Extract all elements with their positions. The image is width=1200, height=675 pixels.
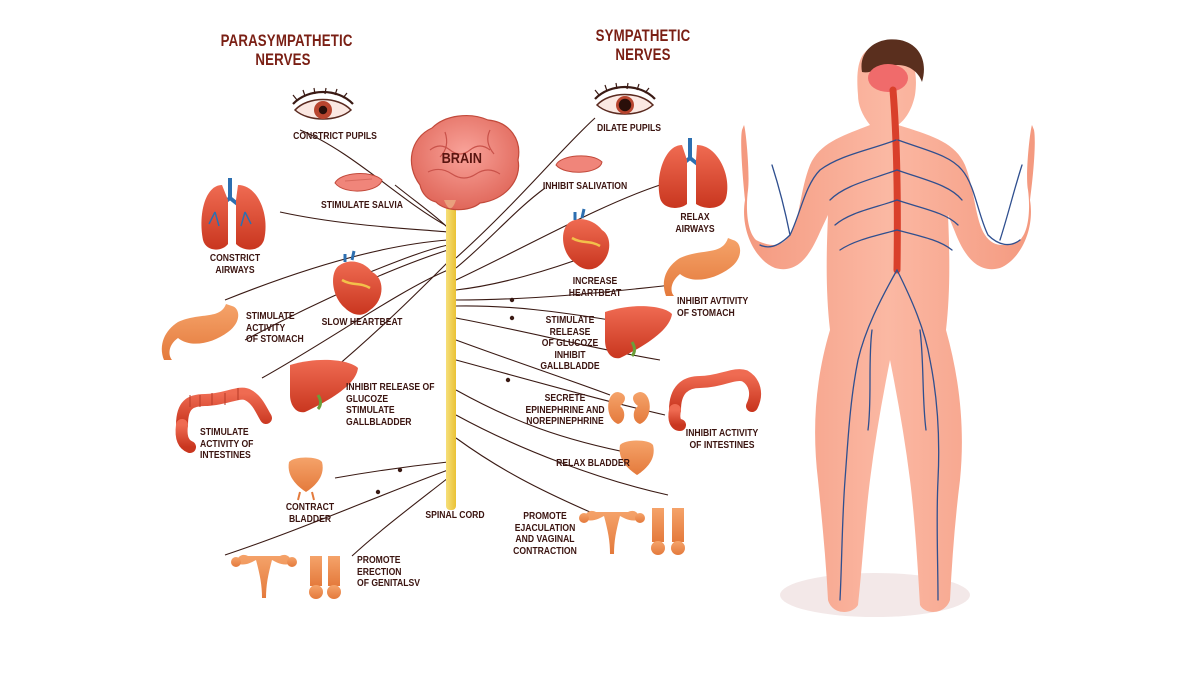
stomach-icon-right [664,238,740,296]
label-inhibit-glucoze: INHIBIT RELEASE OF GLUCOZE STIMULATE GAL… [346,382,436,428]
label-increase-heartbeat: INCREASE HEARTBEAT [546,276,644,299]
label-contract-bladder: CONTRACT BLADDER [269,502,351,525]
spinal-cord-label: SPINAL CORD [422,510,488,522]
label-relax-bladder: RELAX BLADDER [556,458,630,470]
label-stimulate-glucoze: STIMULATE RELEASE OF GLUCOZE INHIBIT GAL… [525,315,615,373]
spinal-cord [446,200,456,510]
label-stimulate-stomach: STIMULATE ACTIVITY OF STOMACH [246,311,320,346]
heart-icon-right [563,209,609,269]
label-stimulate-salvia: STIMULATE SALVIA [321,200,403,212]
female-reproductive-icon-left [231,555,297,598]
brain-label: BRAIN [442,150,482,167]
human-figure-illustration [741,39,1035,617]
label-stimulate-intestines: STIMULATE ACTIVITY OF INTESTINES [200,427,274,462]
label-inhibit-salivation: INHIBIT SALIVATION [540,181,630,193]
parasympathetic-header: PARASYMPATHETIC NERVES [221,31,346,69]
label-dilate-pupils: DILATE PUPILS [592,123,666,135]
label-secrete-epinephrine: SECRETE EPINEPHRINE AND NOREPINEPHRINE [520,393,610,428]
tongue-icon-left [335,174,382,192]
label-constrict-pupils: CONSTRICT PUPILS [290,131,380,143]
label-inhibit-stomach: INHIBIT AVTIVITY OF STOMACH [677,296,767,319]
label-slow-heartbeat: SLOW HEARTBEAT [321,317,403,329]
lungs-icon-left [201,178,265,250]
lungs-icon-right [659,138,728,208]
label-promote-ejaculation: PROMOTE EJACULATION AND VAGINAL CONTRACT… [508,511,582,557]
eye-icon-right [595,83,655,114]
female-reproductive-icon-right [579,511,645,554]
body-silhouette [741,44,1035,612]
sympathetic-header: SYMPATHETIC NERVES [592,26,693,64]
label-inhibit-intestines: INHIBIT ACTIVITY OF INTESTINES [681,428,763,451]
stomach-icon-left [162,304,238,360]
bladder-icon-left [289,458,323,501]
label-constrict-airways: CONSTRICT AIRWAYS [206,253,263,276]
male-reproductive-icon-right [651,508,685,555]
label-relax-airways: RELAX AIRWAYS [662,212,728,235]
eye-icon-left [293,88,353,119]
intestines-icon-right [674,375,755,425]
tongue-icon-right [556,156,602,172]
figure-brain [868,64,908,92]
kidneys-icon-right [608,392,650,424]
male-reproductive-icon-left [309,556,341,599]
label-promote-erection: PROMOTE ERECTION OF GENITALSV [357,555,431,590]
